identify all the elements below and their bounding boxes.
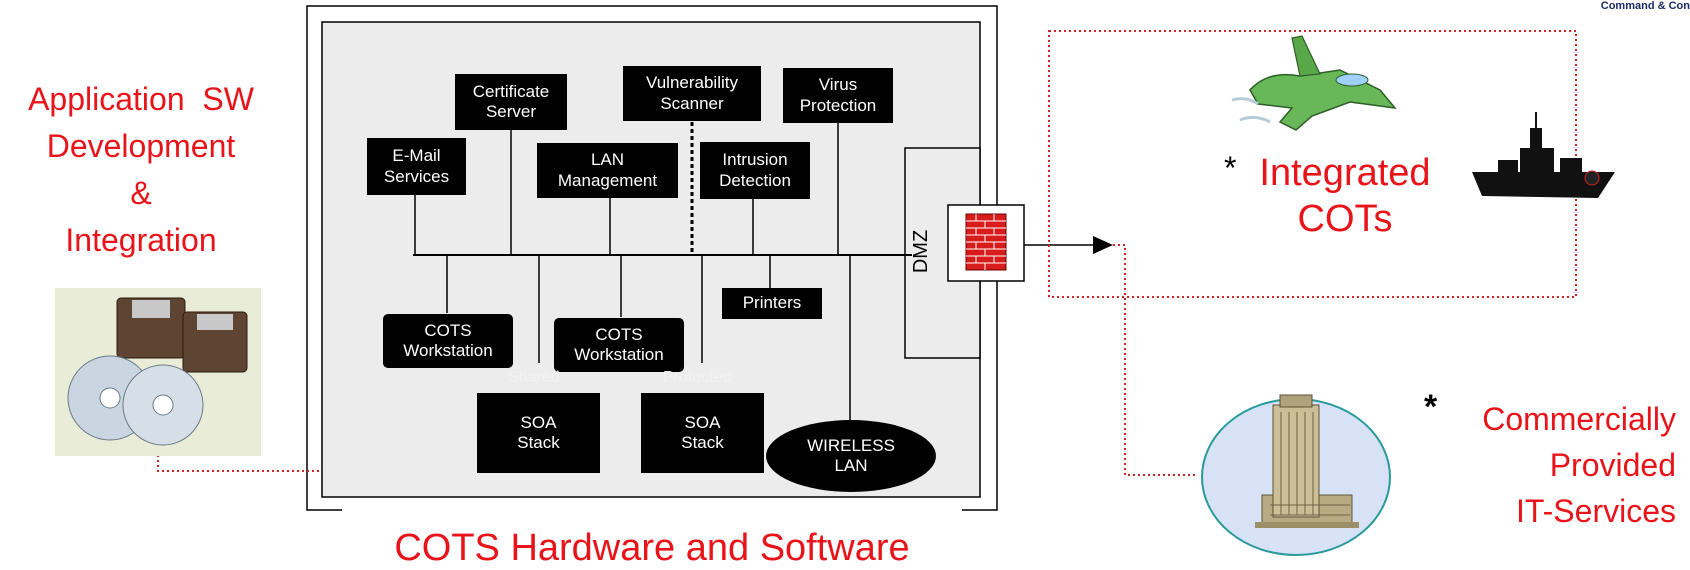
virus-protection-box: Virus Protection — [783, 68, 893, 123]
left-label: Application SW Development & Integration — [0, 76, 282, 264]
software-media-icon — [55, 288, 261, 456]
cots-workstation-box-1: COTS Workstation — [383, 314, 513, 368]
commercial-label-line2: Provided — [1549, 447, 1676, 483]
lan-management-box: LAN Management — [537, 143, 678, 198]
shared-label: Shared — [508, 369, 560, 386]
commercial-label: Commercially Provided IT-Services — [1446, 396, 1676, 534]
intrusion-detection-box: Intrusion Detection — [700, 142, 810, 199]
arrow-head-icon — [1093, 236, 1113, 254]
integrated-star: * — [1224, 150, 1237, 186]
certificate-server-box: Certificate Server — [455, 74, 567, 130]
integrated-label-line2: COTs — [1297, 198, 1393, 240]
protected-label: Protected — [663, 369, 732, 386]
fighter-jet-icon — [1231, 35, 1397, 131]
dmz-label: DMZ — [910, 229, 933, 274]
left-connector — [157, 455, 322, 472]
commercial-label-line3: IT-Services — [1515, 493, 1676, 529]
building-icon — [1255, 394, 1359, 528]
services-connector — [1113, 244, 1197, 476]
wireless-lan-ellipse: WIRELESS LAN — [766, 420, 936, 492]
commercial-label-line1: Commercially — [1482, 401, 1676, 437]
left-label-line4: Integration — [65, 222, 217, 258]
firewall-icon — [965, 213, 1007, 271]
soa-stack-box-1: SOA Stack — [477, 393, 600, 473]
left-label-line1: Application SW — [28, 81, 254, 117]
soa-stack-box-2: SOA Stack — [641, 393, 764, 473]
footer-title: COTS Hardware and Software — [394, 527, 910, 569]
cots-workstation-box-2: COTS Workstation — [554, 318, 684, 372]
email-services-box: E-Mail Services — [367, 138, 466, 195]
printers-box: Printers — [722, 288, 822, 319]
left-label-line2: Development — [46, 128, 236, 164]
warship-icon — [1472, 112, 1615, 198]
left-label-line3: & — [130, 175, 152, 211]
vulnerability-scanner-box: Vulnerability Scanner — [623, 66, 761, 121]
corner-header-text: Command & Con — [1600, 0, 1690, 12]
commercial-star: * — [1424, 388, 1438, 426]
integrated-label-line1: Integrated — [1259, 152, 1431, 194]
integrated-label: Integrated COTs — [1245, 150, 1445, 242]
